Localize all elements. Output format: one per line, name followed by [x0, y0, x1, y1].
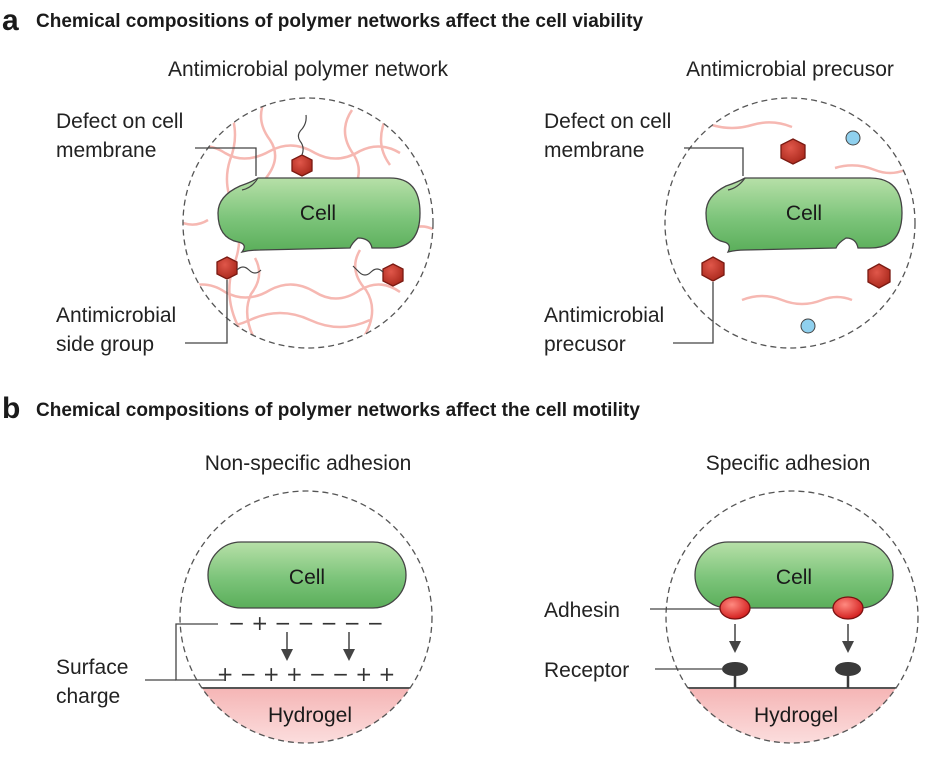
label-defect-line1: Defect on cell [56, 110, 183, 133]
hydrogel-label: Hydrogel [268, 704, 352, 727]
label-surface-line2: charge [56, 685, 120, 708]
panel-b-letter: b [2, 392, 20, 425]
cell-label: Cell [289, 566, 325, 589]
antimicrobial-hexagon [291, 154, 313, 177]
cell-label: Cell [786, 202, 822, 225]
zoom-circle [179, 490, 433, 744]
panel-b-right: Specific adhesion Hydrogel Cell Adhesin … [544, 452, 919, 744]
free-polymer-chains [711, 121, 906, 306]
label-precursor-line2: precusor [544, 333, 626, 356]
cell-surface-charges: − + − − − − − [228, 611, 383, 635]
cell-body [694, 541, 894, 609]
antimicrobial-hexagon [382, 263, 404, 287]
cell-body [217, 177, 421, 254]
label-adhesin: Adhesin [544, 599, 620, 622]
panel-b-left: Non-specific adhesion Hydrogel Cell − + … [56, 452, 433, 744]
cell-label: Cell [300, 202, 336, 225]
cell-label: Cell [776, 566, 812, 589]
panel-a-left: Antimicrobial polymer network Cell [56, 58, 449, 356]
label-defect-line2: membrane [544, 139, 644, 162]
label-surface-line1: Surface [56, 656, 128, 679]
label-defect-line2: membrane [56, 139, 156, 162]
cell-body [207, 541, 407, 609]
panel-a-letter: a [2, 4, 19, 37]
panel-a-left-subtitle: Antimicrobial polymer network [168, 58, 449, 81]
hydrogel-surface-charges: + − + + − − + + [217, 662, 396, 686]
panel-b-right-subtitle: Specific adhesion [706, 452, 871, 475]
panel-a-title: Chemical compositions of polymer network… [36, 11, 644, 32]
label-precursor-line1: Antimicrobial [544, 304, 664, 327]
adhesin-molecule [832, 596, 864, 620]
panel-a-right: Antimicrobial precusor Cell Defect on ce… [544, 58, 916, 356]
label-defect-line1: Defect on cell [544, 110, 671, 133]
zoom-circle [182, 97, 434, 349]
zoom-circle [665, 490, 919, 744]
ion-dot [800, 318, 816, 334]
cell-body [705, 177, 903, 253]
zoom-circle [664, 97, 916, 349]
ion-dot [845, 130, 861, 146]
antimicrobial-hexagon [701, 256, 725, 282]
antimicrobial-hexagon [216, 256, 238, 280]
label-side-group-line2: side group [56, 333, 154, 356]
panel-a-right-subtitle: Antimicrobial precusor [686, 58, 894, 81]
hydrogel-label: Hydrogel [754, 704, 838, 727]
panel-b-left-subtitle: Non-specific adhesion [205, 452, 412, 475]
label-receptor: Receptor [544, 659, 629, 682]
adhesin-molecule [719, 596, 751, 620]
panel-b-title: Chemical compositions of polymer network… [36, 400, 640, 421]
antimicrobial-hexagon [780, 138, 806, 165]
antimicrobial-hexagon [867, 263, 891, 289]
label-side-group-line1: Antimicrobial [56, 304, 176, 327]
